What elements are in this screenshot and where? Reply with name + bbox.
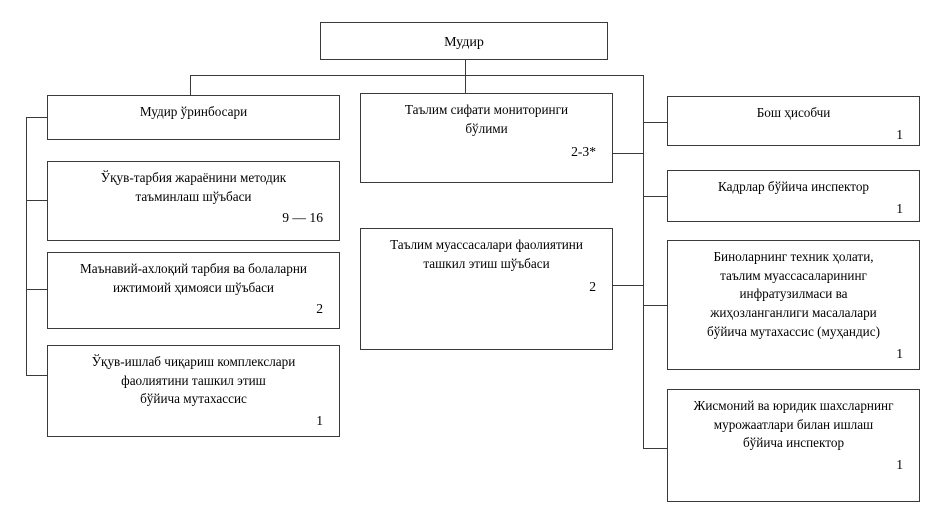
node-label: Таълим сифати мониторинги бўлими	[404, 102, 569, 136]
node-count: 1	[896, 200, 903, 216]
connector-right-bus	[643, 75, 645, 448]
node-left-2-spiritual-moral-education-dept[interactable]: Маънавий-ахлоқий тарбия ва болаларни ижт…	[47, 252, 340, 329]
connector-center-to-bus-1	[613, 285, 644, 287]
node-center-0-education-quality-monitoring-dept[interactable]: Таълим сифати мониторинги бўлими 2-3*	[360, 93, 613, 183]
node-center-1-institution-activity-organization-dept[interactable]: Таълим муассасалари фаолиятини ташкил эт…	[360, 228, 613, 350]
node-label: Мудир	[444, 35, 484, 50]
connector-left-stub-2	[26, 289, 48, 291]
connector-left-bus	[26, 117, 28, 376]
connector-center-drop	[465, 75, 467, 93]
node-label: Жисмоний ва юридик шахсларнинг мурожаатл…	[693, 398, 894, 451]
connector-right-stub-2	[643, 305, 668, 307]
node-count: 2	[316, 301, 323, 317]
node-label: Ўқув-тарбия жараёнини методик таъминлаш …	[100, 170, 287, 204]
node-right-1-personnel-inspector[interactable]: Кадрлар бўйича инспектор 1	[667, 170, 920, 222]
connector-left-stub-3	[26, 375, 48, 377]
connector-left-stub-1	[26, 200, 48, 202]
node-left-0-deputy-director[interactable]: Мудир ўринбосари	[47, 95, 340, 140]
connector-root-drop	[465, 60, 467, 76]
node-right-3-citizen-appeals-inspector[interactable]: Жисмоний ва юридик шахсларнинг мурожаатл…	[667, 389, 920, 502]
node-right-0-chief-accountant[interactable]: Бош ҳисобчи 1	[667, 96, 920, 146]
connector-main-bus	[190, 75, 644, 77]
node-label: Бош ҳисобчи	[756, 105, 831, 120]
node-right-2-building-infrastructure-engineer[interactable]: Биноларнинг техник ҳолати, таълим муасса…	[667, 240, 920, 370]
node-label: Кадрлар бўйича инспектор	[717, 179, 870, 194]
node-count: 2	[589, 279, 596, 295]
node-left-1-methodical-support-dept[interactable]: Ўқув-тарбия жараёнини методик таъминлаш …	[47, 161, 340, 241]
node-root-mudir[interactable]: Мудир	[320, 22, 608, 60]
node-label: Таълим муассасалари фаолиятини ташкил эт…	[390, 237, 583, 271]
connector-right-stub-1	[643, 196, 668, 198]
node-label: Мудир ўринбосари	[139, 104, 248, 119]
node-count: 1	[896, 345, 903, 361]
node-count: 1	[316, 413, 323, 429]
node-count: 9 — 16	[282, 210, 323, 226]
node-count: 1	[896, 457, 903, 473]
connector-left-stub-0	[26, 117, 48, 119]
connector-center-to-bus-0	[613, 153, 644, 155]
node-label: Биноларнинг техник ҳолати, таълим муасса…	[707, 249, 880, 339]
node-left-3-production-complex-specialist[interactable]: Ўқув-ишлаб чиқариш комплекслари фаолияти…	[47, 345, 340, 437]
node-label: Маънавий-ахлоқий тарбия ва болаларни ижт…	[79, 261, 307, 295]
connector-right-stub-3	[643, 448, 668, 450]
connector-left-drop	[190, 75, 192, 95]
node-label: Ўқув-ишлаб чиқариш комплекслари фаолияти…	[91, 354, 296, 407]
connector-right-stub-0	[643, 122, 668, 124]
node-count: 2-3*	[571, 144, 596, 160]
node-count: 1	[896, 126, 903, 142]
